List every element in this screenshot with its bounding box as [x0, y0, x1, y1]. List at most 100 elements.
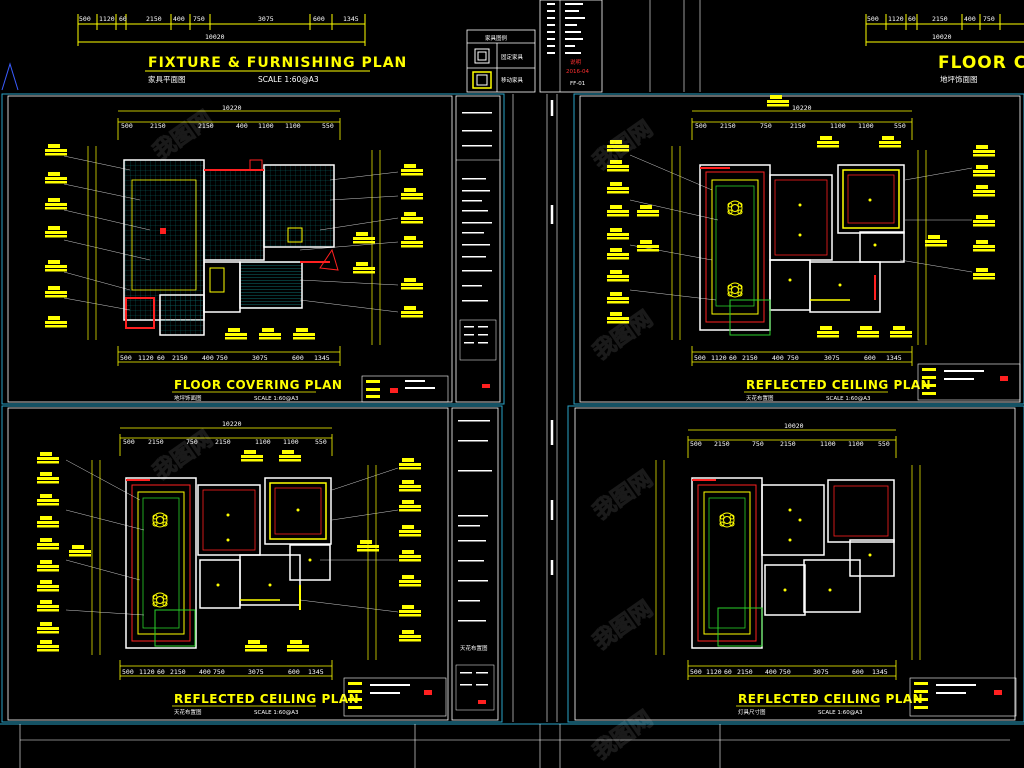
dim-label: 750	[186, 438, 198, 446]
dim-label: 550	[315, 438, 327, 446]
dim-label: 750	[213, 668, 225, 676]
dim-total-label: 10020	[784, 422, 804, 430]
dim-label: 2150	[215, 438, 231, 446]
dim-label: 500	[690, 440, 702, 448]
dim-total-label: 10020	[205, 33, 225, 41]
panel-reflected-ceiling-plan-2[interactable]: 10220 500 2150 750 2150 1100 1100 550	[37, 420, 447, 717]
fixture-plan-title: FIXTURE & FURNISHING PLAN	[148, 55, 407, 71]
fixture-plan-scale: SCALE 1:60@A3	[258, 75, 319, 84]
dim-label: 1345	[343, 15, 359, 23]
dim-label: 2150	[148, 438, 164, 446]
strip-label: 天花布置图	[460, 644, 488, 652]
ceiling-plan-title-3: REFLECTED CEILING PLAN	[738, 692, 923, 706]
dim-label: 60	[908, 15, 916, 23]
dim-label: 500	[121, 122, 133, 130]
dim-label: 600	[292, 354, 304, 362]
dim-label: 2150	[146, 15, 162, 23]
dim-label: 750	[760, 122, 772, 130]
dim-label: 1100	[258, 122, 274, 130]
ceiling-plan-cn-1: 天花布置图	[746, 394, 774, 402]
ceiling-plan-scale-1: SCALE 1:60@A3	[826, 396, 871, 402]
floor-covering-cn: 地坪饰面图	[174, 394, 202, 402]
dim-label: 750	[216, 354, 228, 362]
top-dimension-line-right	[865, 14, 1024, 46]
dim-label: 500	[123, 438, 135, 446]
dim-label: 750	[779, 668, 791, 676]
ceiling-plan-cn-2: 天花布置图	[174, 708, 202, 716]
dim-total-label: 10020	[932, 33, 952, 41]
panel-reflected-ceiling-plan-1[interactable]: 10220 500 2150 750 2150 1100 1100 550	[607, 95, 1021, 402]
ceiling-plan-cn-3: 灯具尺寸图	[738, 708, 766, 716]
dim-label: 500	[120, 354, 132, 362]
ceiling-plan-scale-2: SCALE 1:60@A3	[254, 710, 299, 716]
dim-label: 2150	[737, 668, 753, 676]
dim-label: 500	[867, 15, 879, 23]
top-dims-right-labels: 500 1120 60 2150 400 750 10020	[867, 15, 995, 41]
dim-label: 2150	[172, 354, 188, 362]
dim-label: 2150	[742, 354, 758, 362]
dim-label: 400	[173, 15, 185, 23]
floor-covering-title: FLOOR COVERING PLAN	[174, 378, 342, 392]
legend-row-fixed: 固定家具	[501, 53, 524, 61]
dim-label: 500	[122, 668, 134, 676]
dim-label: 550	[878, 440, 890, 448]
dim-label: 1100	[820, 440, 836, 448]
dim-label: 750	[752, 440, 764, 448]
dim-label: 1100	[283, 438, 299, 446]
dim-label: 3075	[813, 668, 829, 676]
dim-label: 400	[772, 354, 784, 362]
dim-label: 750	[787, 354, 799, 362]
dim-label: 3075	[258, 15, 274, 23]
dim-label: 750	[193, 15, 205, 23]
dim-label: 550	[322, 122, 334, 130]
dim-label: 2150	[150, 122, 166, 130]
dim-label: 1345	[872, 668, 888, 676]
sheet-note-red: 说明	[570, 58, 582, 66]
dim-total-label: 10220	[222, 104, 242, 112]
dim-label: 500	[79, 15, 91, 23]
dim-label: 1120	[139, 668, 155, 676]
dim-label: 1100	[255, 438, 271, 446]
dim-label: 2150	[714, 440, 730, 448]
legend-header: 家具图例	[485, 34, 508, 42]
sheet-date-red: 2016-04	[566, 69, 589, 75]
sheet-index-strip: 说明 2016-04 FF-01	[539, 0, 603, 93]
ceiling-plan-title-1: REFLECTED CEILING PLAN	[746, 378, 931, 392]
dim-label: 60	[119, 15, 127, 23]
dim-label: 3075	[824, 354, 840, 362]
dim-label: 600	[313, 15, 325, 23]
sheet-code: FF-01	[570, 81, 585, 87]
dim-label: 2150	[170, 668, 186, 676]
dim-label: 400	[964, 15, 976, 23]
panel-reflected-ceiling-plan-3[interactable]: 10020 500 2150 750 2150 1100 1100 550	[655, 422, 1017, 717]
floor-plan-cn-right: 地坪饰面图	[940, 74, 978, 84]
panel-floor-covering-plan[interactable]: 10220 500 2150 2150 400 1100 1100 550	[45, 104, 449, 403]
dim-label: 3075	[252, 354, 268, 362]
dim-label: 2150	[790, 122, 806, 130]
top-dimension-line-left	[77, 14, 366, 46]
dim-total-label: 10220	[222, 420, 242, 428]
floor-covering-scale: SCALE 1:60@A3	[254, 396, 299, 402]
dim-label: 1120	[711, 354, 727, 362]
dim-label: 550	[894, 122, 906, 130]
dim-label: 1120	[138, 354, 154, 362]
dim-total-label: 10220	[792, 104, 812, 112]
dim-label: 3075	[248, 668, 264, 676]
dim-label: 400	[236, 122, 248, 130]
dim-label: 1100	[848, 440, 864, 448]
dim-label: 1120	[99, 15, 115, 23]
dim-label: 750	[983, 15, 995, 23]
dim-label: 2150	[780, 440, 796, 448]
dim-label: 400	[199, 668, 211, 676]
legend-row-movable: 移动家具	[501, 76, 524, 84]
dim-label: 1120	[888, 15, 904, 23]
dim-label: 1120	[706, 668, 722, 676]
dim-label: 1345	[308, 668, 324, 676]
drawing-list-strip-3: 天花布置图	[455, 420, 495, 711]
dim-label: 60	[724, 668, 732, 676]
top-legend-box: 家具图例 固定家具 移动家具	[466, 29, 536, 93]
dim-label: 400	[202, 354, 214, 362]
drawing-list-strip-1	[456, 112, 500, 388]
dim-label: 2150	[932, 15, 948, 23]
